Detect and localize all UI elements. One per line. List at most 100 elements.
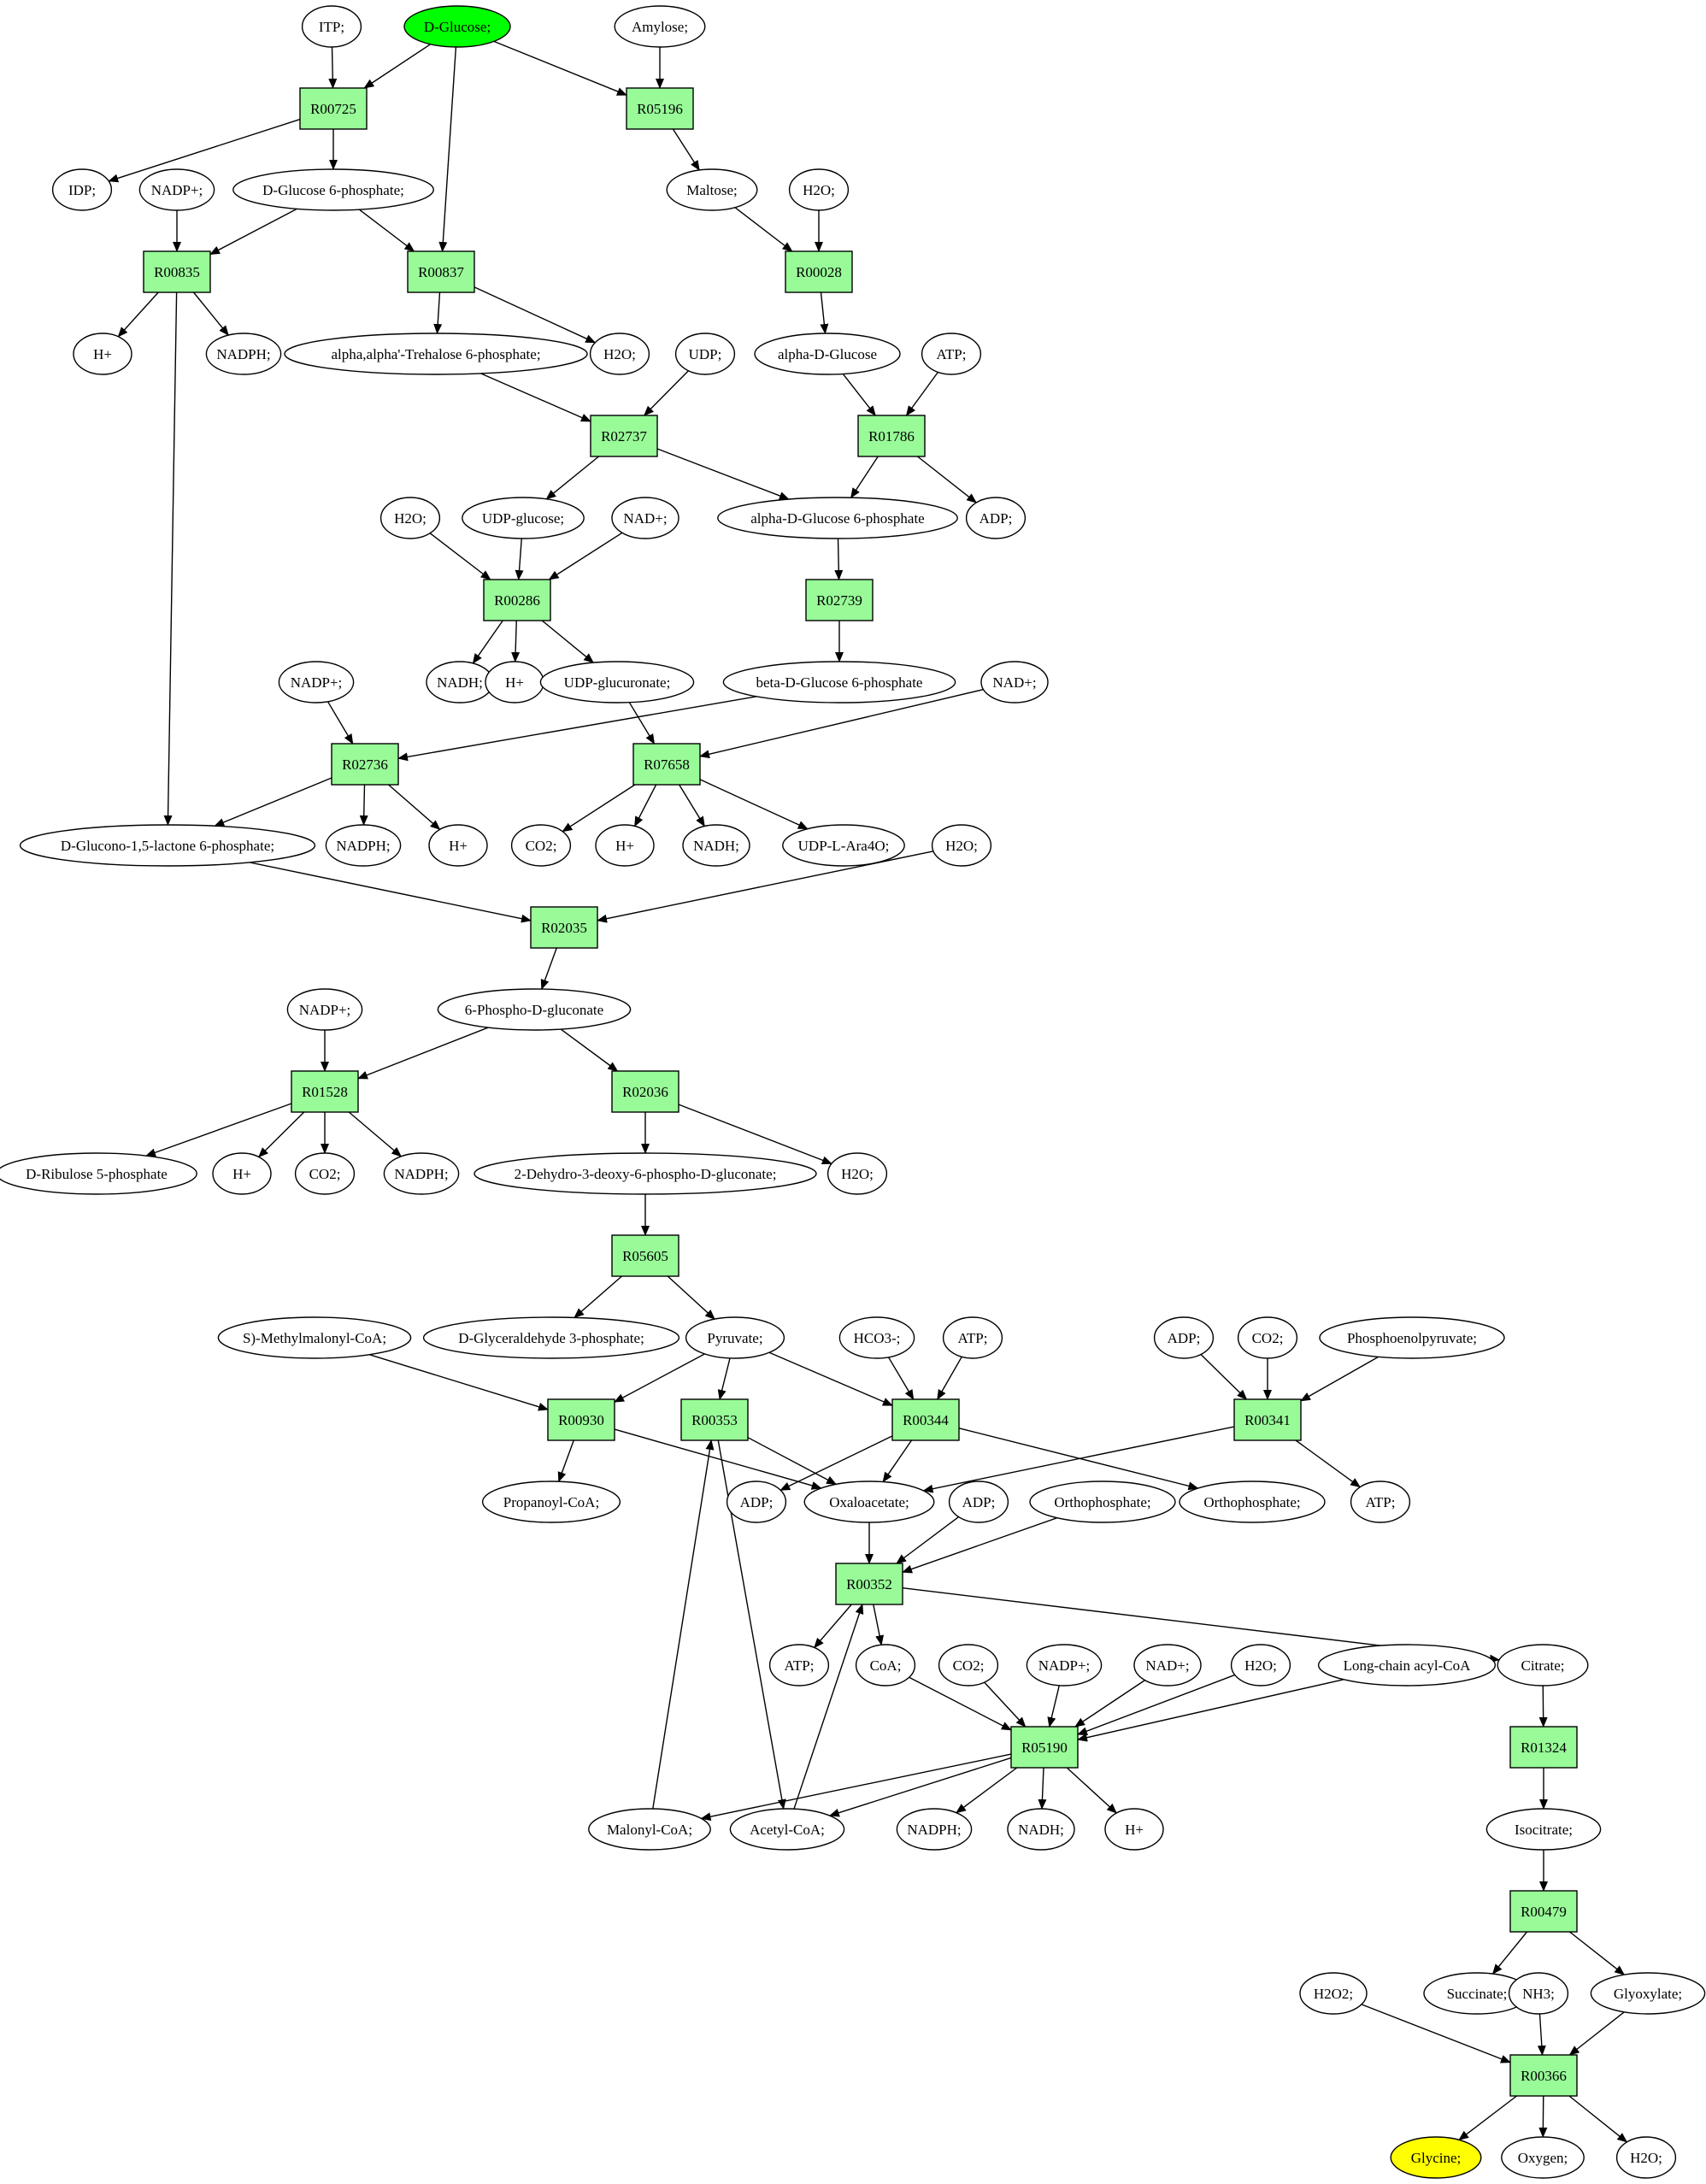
- reaction-node-r02736: R02736: [331, 743, 399, 786]
- edge-atp1-to-r01786: [905, 371, 938, 416]
- compound-node-bdg6p: beta-D-Glucose 6-phosphate: [722, 661, 956, 703]
- compound-node-udpglc: UDP-glucose;: [462, 497, 585, 539]
- edge-r00366-to-glycine: [1458, 2095, 1517, 2140]
- edge-adp4-to-r00352: [896, 1516, 959, 1564]
- edge-h2o2b-to-r00366: [1361, 2004, 1511, 2063]
- reaction-node-r05190: R05190: [1010, 1726, 1079, 1769]
- reaction-node-r00835: R00835: [143, 250, 211, 293]
- compound-node-co2c: CO2;: [1237, 1316, 1298, 1359]
- node-label: Pyruvate;: [707, 1330, 762, 1346]
- node-label: CO2;: [526, 838, 557, 854]
- compound-ellipse: [232, 168, 434, 211]
- compound-node-h2o2: H2O;: [589, 333, 650, 375]
- node-label: NAD+;: [1145, 1657, 1189, 1674]
- reaction-node-r05605: R05605: [611, 1234, 679, 1277]
- node-label: NAD+;: [992, 674, 1036, 691]
- compound-node-glyoxylate: Glyoxylate;: [1590, 1972, 1706, 2015]
- compound-node-nadp2: NADP+;: [278, 661, 355, 703]
- compound-ellipse: [1317, 1644, 1497, 1687]
- compound-ellipse: [422, 1316, 680, 1359]
- edge-r05190-to-malcoa: [700, 1753, 1012, 1822]
- node-label: NADH;: [693, 838, 739, 854]
- reaction-box: [547, 1398, 615, 1441]
- reaction-node-r02737: R02737: [590, 415, 658, 457]
- edge-g6p-to-r00837: [358, 209, 415, 252]
- node-label: NADPH;: [394, 1166, 448, 1182]
- edge-r00837-to-h2o2: [474, 286, 597, 344]
- compound-ellipse: [729, 1808, 845, 1851]
- node-label: D-Glyceraldehyde 3-phosphate;: [458, 1330, 644, 1346]
- node-label: H+: [449, 838, 468, 854]
- edge-nad1-to-r00286: [548, 532, 623, 580]
- edge-coa-to-r05190: [909, 1676, 1012, 1731]
- edge-adglc-to-r01786: [842, 374, 876, 416]
- edge-r00479-to-succinate: [1491, 1931, 1528, 1975]
- node-label: UDP-glucuronate;: [564, 674, 671, 691]
- compound-ellipse: [1007, 1808, 1075, 1851]
- edge-r05190-to-hplus6: [1066, 1767, 1117, 1814]
- node-label: CO2;: [953, 1657, 985, 1674]
- edge-r00366-to-h2o7: [1568, 2095, 1628, 2143]
- edge-r00479-to-glyoxylate: [1569, 1931, 1626, 1975]
- edge-pgluc-to-r02036: [560, 1028, 619, 1072]
- compound-ellipse: [1390, 2136, 1482, 2179]
- edge-r00341-to-atp3: [1295, 1439, 1361, 1488]
- node-label: R02736: [342, 756, 388, 773]
- node-label: H+: [232, 1166, 251, 1182]
- node-label: NADPH;: [907, 1822, 961, 1838]
- reaction-box: [611, 1234, 679, 1277]
- compound-node-co2b: CO2;: [294, 1152, 356, 1195]
- edge-pgluc-to-r01528: [357, 1027, 489, 1080]
- reaction-box: [835, 1563, 903, 1605]
- compound-node-hplus4: H+: [595, 824, 655, 867]
- compound-node-nadph3: NADPH;: [383, 1152, 460, 1195]
- node-label: R00344: [903, 1412, 949, 1428]
- edge-nad2-to-r07658: [699, 688, 984, 759]
- compound-node-dglucose: D-Glucose;: [403, 5, 511, 48]
- node-label: NADP+;: [299, 1002, 351, 1018]
- edge-hco3-to-r00344: [887, 1357, 915, 1400]
- compound-ellipse: [138, 168, 215, 211]
- compound-ellipse: [827, 1152, 888, 1195]
- edge-maltose-to-r00028: [734, 207, 793, 252]
- edge-r01528-to-nadph3: [348, 1111, 403, 1157]
- edge-glyoxylate-to-r00366: [1568, 2011, 1625, 2056]
- node-label: NADH;: [1018, 1822, 1064, 1838]
- compound-node-g6p: D-Glucose 6-phosphate;: [232, 168, 434, 211]
- edge-bdg6p-to-r02736: [397, 696, 757, 762]
- node-label: R00286: [494, 592, 540, 609]
- node-label: H2O;: [1244, 1657, 1277, 1674]
- node-label: Orthophosphate;: [1054, 1494, 1150, 1510]
- edge-r00725-to-idp: [108, 118, 301, 183]
- reaction-node-r00286: R00286: [483, 579, 551, 621]
- node-label: D-Glucose;: [424, 19, 491, 35]
- compound-node-atp2: ATP;: [942, 1316, 1003, 1359]
- node-label: R02036: [622, 1084, 668, 1100]
- compound-ellipse: [685, 1316, 785, 1359]
- compound-node-maltose: Maltose;: [666, 168, 758, 211]
- edge-r00835-to-hplus1: [117, 291, 159, 338]
- reaction-node-r01528: R01528: [291, 1070, 359, 1113]
- compound-ellipse: [286, 988, 363, 1031]
- compound-node-adp4: ADP;: [948, 1481, 1009, 1523]
- edges-layer: [108, 40, 1628, 2143]
- compound-ellipse: [722, 661, 956, 703]
- reaction-node-r00352: R00352: [835, 1563, 903, 1605]
- compound-ellipse: [1615, 2136, 1677, 2179]
- compound-node-co2a: CO2;: [510, 824, 572, 867]
- compound-ellipse: [1350, 1481, 1411, 1523]
- node-label: H2O;: [1630, 2150, 1662, 2166]
- node-label: R00352: [846, 1576, 892, 1592]
- compound-ellipse: [510, 824, 572, 867]
- compound-node-glucono: D-Glucono-1,5-lactone 6-phosphate;: [19, 824, 316, 867]
- node-label: R00930: [558, 1412, 604, 1428]
- node-label: ATP;: [937, 346, 967, 362]
- node-label: Orthophosphate;: [1203, 1494, 1300, 1510]
- compound-ellipse: [717, 497, 958, 539]
- node-label: NADP+;: [151, 182, 203, 198]
- compound-ellipse: [589, 333, 650, 375]
- reaction-box: [331, 743, 399, 786]
- compound-node-nadh2: NADH;: [682, 824, 750, 867]
- compound-node-udpglcur: UDP-glucuronate;: [539, 661, 695, 703]
- compound-node-h2o7: H2O;: [1615, 2136, 1677, 2179]
